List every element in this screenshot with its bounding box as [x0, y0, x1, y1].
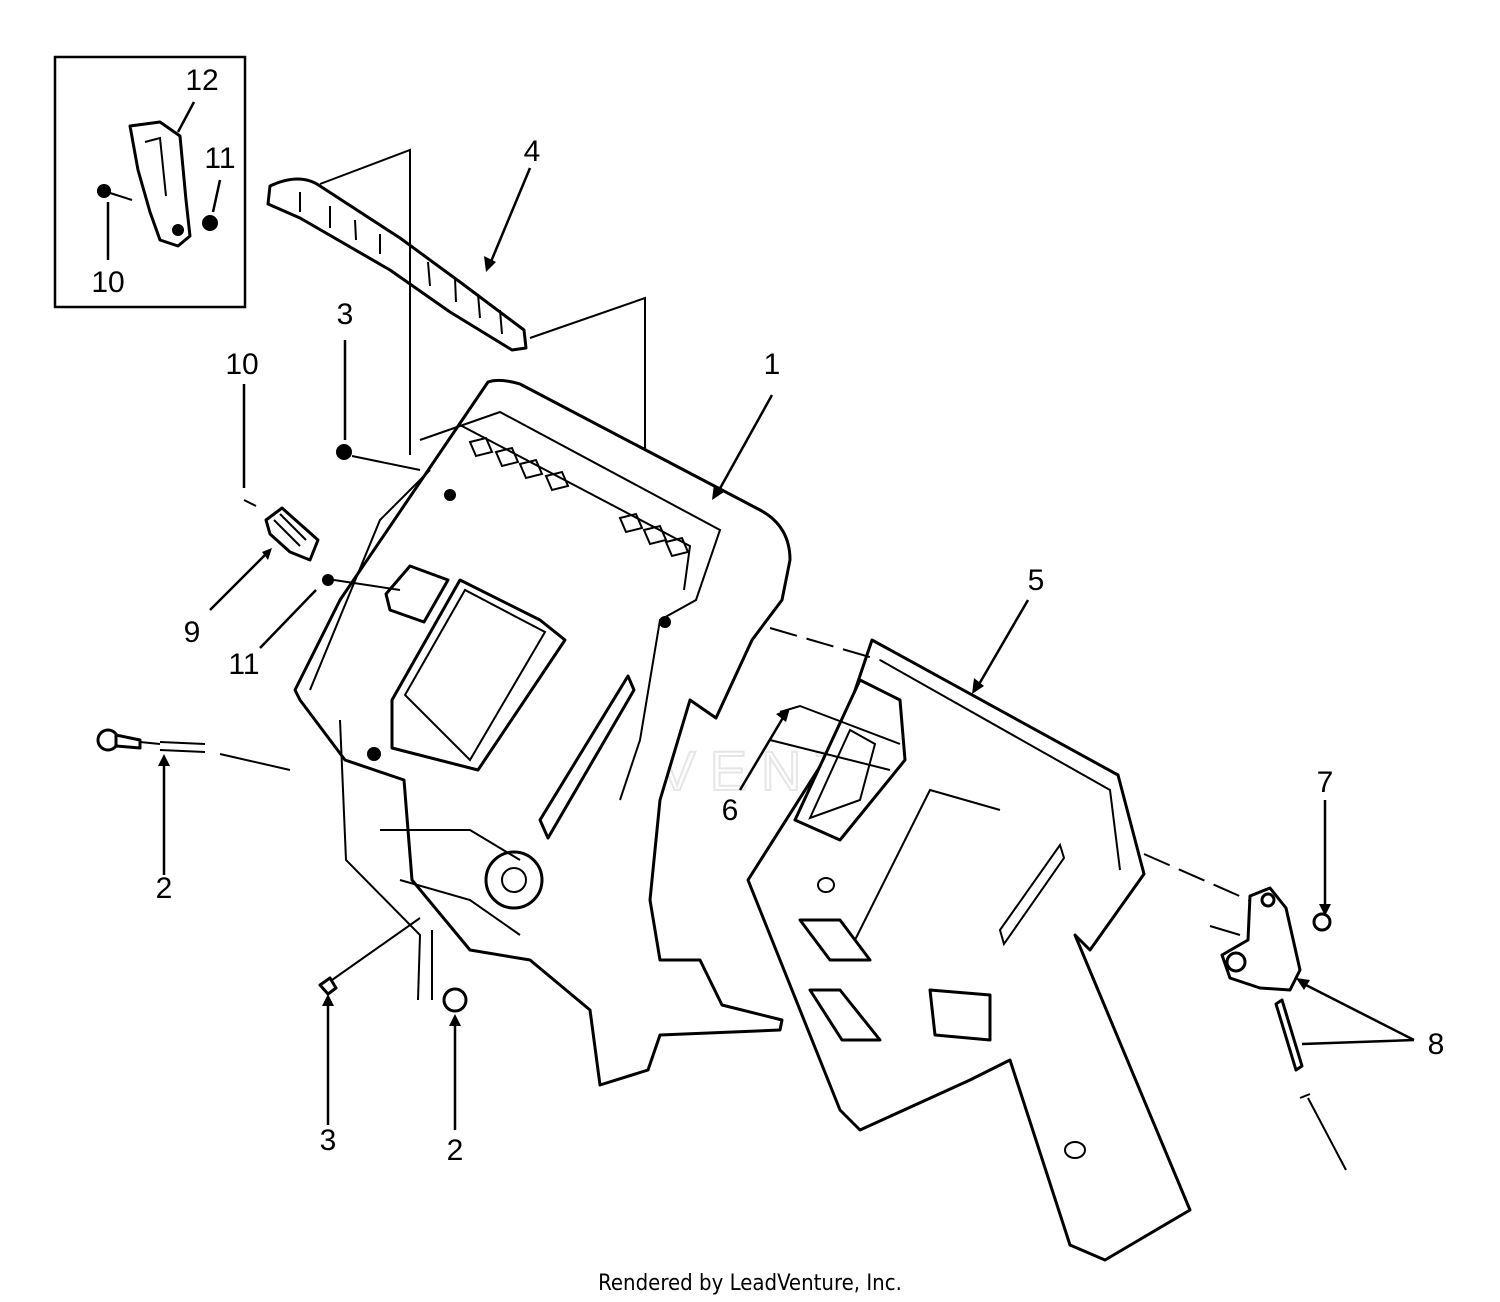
callout-6: 6	[722, 794, 739, 827]
dash-panel-part-1	[293, 378, 792, 1087]
nut-part-2	[431, 930, 468, 1130]
callout-10-inset: 10	[91, 266, 124, 299]
callout-12: 12	[185, 64, 218, 97]
support-bracket-part-5	[746, 599, 1192, 1262]
callout-7: 7	[1317, 766, 1334, 799]
callout-8: 8	[1428, 1028, 1445, 1061]
callout-2-left: 2	[156, 872, 173, 905]
callout-11-inset: 11	[204, 142, 235, 175]
footer-credit: Rendered by LeadVenture, Inc.	[598, 1271, 902, 1296]
screw-part-3-top	[336, 340, 421, 471]
linkage-part-8	[1209, 886, 1415, 1171]
screw-part-10-inset	[97, 184, 111, 198]
callout-10: 10	[225, 348, 258, 381]
pin-part-6	[738, 704, 901, 791]
callout-4: 4	[524, 135, 541, 168]
callout-9: 9	[184, 616, 201, 649]
nut-part-11-left	[259, 574, 401, 649]
bracket-part-12	[128, 120, 192, 248]
callout-11: 11	[228, 648, 259, 681]
callout-labels: 12 11 10 4 3 10 1 9 11 5 2 6 7 2 8 3	[91, 64, 1444, 1167]
callout-1: 1	[764, 348, 781, 381]
callout-3-bottom: 3	[320, 1124, 337, 1157]
knob-part-9	[209, 506, 320, 611]
screw-part-10-left	[242, 384, 257, 507]
callout-3-top: 3	[337, 298, 354, 331]
rod-part-2	[96, 728, 291, 875]
nut-part-11-inset	[202, 215, 218, 231]
callout-2-bottom: 2	[447, 1134, 464, 1167]
inset-detail-box	[53, 55, 247, 309]
nut-part-7	[1312, 800, 1332, 932]
trim-strip-part-4	[266, 167, 532, 352]
screw-part-3-bottom	[318, 917, 421, 1125]
callout-5: 5	[1028, 564, 1045, 597]
